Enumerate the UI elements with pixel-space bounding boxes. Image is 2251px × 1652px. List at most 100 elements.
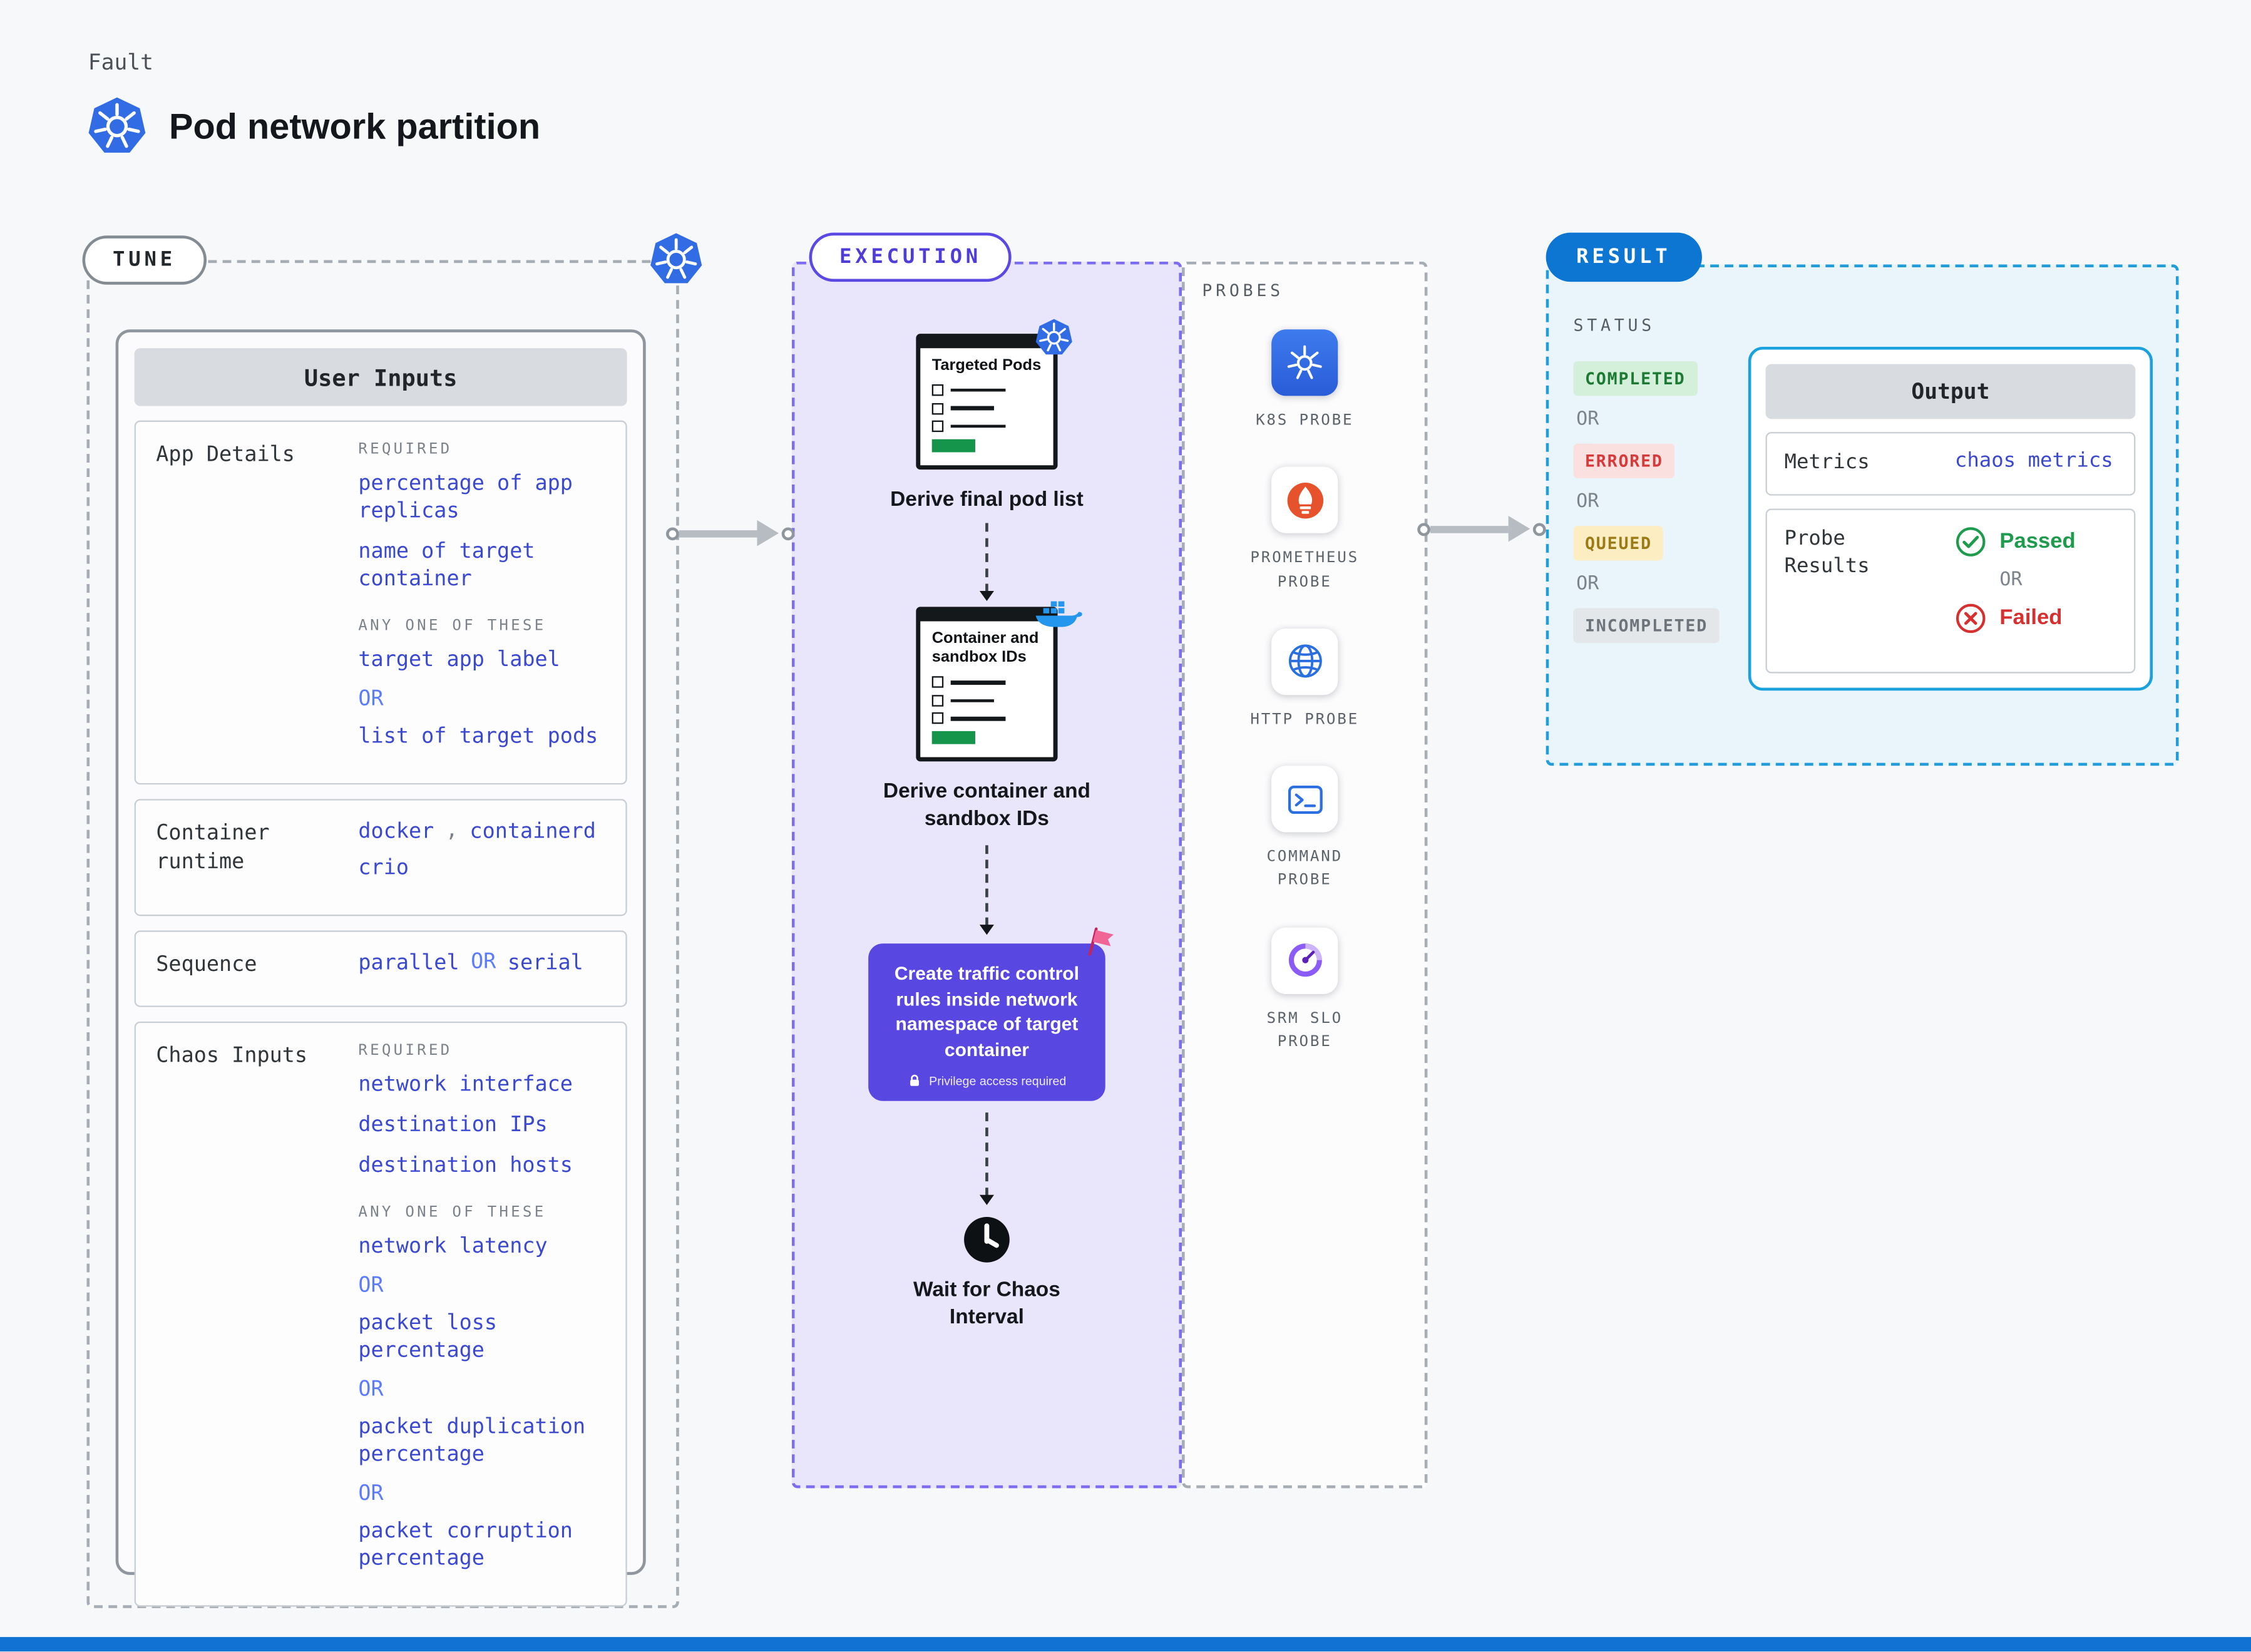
input-link: percentage of app replicas (358, 472, 573, 523)
sequence-section: Sequence parallel OR serial (134, 930, 627, 1008)
or-label: OR (1576, 573, 1599, 595)
or-label: OR (358, 1273, 384, 1297)
probe-label: SRM SLO PROBE (1266, 1009, 1343, 1050)
probe-prometheus: PROMETHEUS PROBE (1235, 467, 1374, 593)
input-link: packet loss percentage (358, 1311, 498, 1362)
probes-region (1182, 261, 1428, 1489)
execution-badge: EXECUTION (809, 232, 1012, 282)
any-one-label: ANY ONE OF THESE (358, 1203, 546, 1221)
input-link: destination hosts (358, 1155, 573, 1178)
or-label: OR (1999, 568, 2023, 591)
input-link: docker (358, 820, 434, 844)
input-link: containerd (469, 820, 596, 844)
section-body: REQUIRED network interface destination I… (358, 1042, 605, 1587)
traffic-control-action-box: Create traffic control rules inside netw… (868, 943, 1105, 1102)
flow-arrow-execution-to-result (1417, 515, 1546, 542)
status-badge-completed: COMPLETED (1573, 361, 1697, 396)
probe-command: COMMAND PROBE (1235, 766, 1374, 892)
or-label: OR (471, 950, 496, 974)
kubernetes-icon (649, 231, 704, 289)
input-link: packet duplication percentage (358, 1415, 586, 1467)
arrow-head (979, 925, 994, 935)
step-caption: Wait for Chaos Interval (913, 1279, 1060, 1330)
kubernetes-icon (1271, 329, 1338, 396)
status-badge-incompleted: INCOMPLETED (1573, 608, 1720, 644)
targeted-pods-checklist-icon: Targeted Pods (916, 334, 1057, 470)
check-circle-icon (1955, 525, 1987, 557)
privilege-note: Privilege access required (883, 1074, 1090, 1089)
or-label: OR (358, 687, 384, 711)
arrow-shaft (1430, 525, 1509, 533)
failed-label: Failed (1999, 605, 2063, 630)
container-ids-checklist-icon: Container and sandbox IDs (916, 607, 1057, 762)
probe-srm-slo: SRM SLO PROBE (1235, 926, 1374, 1054)
x-circle-icon (1955, 602, 1987, 634)
probe-k8s: K8S PROBE (1256, 329, 1353, 432)
or-label: OR (358, 1378, 384, 1402)
status-title: STATUS (1573, 315, 1656, 336)
flow-arrow-tune-to-execution (666, 520, 795, 546)
separator: , (445, 819, 458, 843)
connector-dot (781, 526, 795, 540)
user-inputs-card: User Inputs App Details REQUIRED percent… (115, 329, 646, 1608)
bottom-banner-edge (0, 1637, 2251, 1652)
status-list: COMPLETED OR ERRORED OR QUEUED OR INCOMP… (1573, 361, 1720, 644)
page-title: Pod network partition (169, 106, 541, 147)
arrow-head (757, 520, 779, 546)
metrics-label: Metrics (1784, 451, 1870, 475)
output-title: Output (1765, 364, 2136, 419)
input-link: packet corruption percentage (358, 1520, 573, 1571)
metrics-value: chaos metrics (1954, 449, 2113, 473)
any-one-label: ANY ONE OF THESE (358, 616, 546, 634)
probe-passed: Passed (1955, 525, 2076, 557)
arrow-head (979, 1195, 994, 1206)
probe-results-values: Passed OR Failed (1937, 525, 2076, 634)
input-link: parallel (358, 952, 459, 975)
arrow-shaft (679, 529, 757, 537)
flow-connector (985, 523, 988, 593)
input-link: destination IPs (358, 1114, 548, 1138)
kubernetes-icon (1035, 318, 1074, 359)
fault-kicker: Fault (88, 49, 154, 76)
section-body: REQUIRED percentage of app replicas name… (358, 441, 605, 764)
section-body: docker , containerd crio (358, 819, 605, 896)
probes-list: K8S PROBE PROMETHEUS PROBE HTTP PROBE CO… (1182, 329, 1427, 1088)
probe-label: COMMAND PROBE (1266, 848, 1343, 890)
checklist-title: Targeted Pods (931, 357, 1042, 374)
required-label: REQUIRED (358, 1042, 453, 1060)
result-badge: RESULT (1546, 232, 1701, 282)
section-body: parallel OR serial (358, 951, 605, 987)
output-card: Output Metrics chaos metrics Probe Resul… (1748, 346, 2153, 691)
input-link: list of target pods (358, 724, 598, 748)
container-runtime-section: Container runtime docker , containerd cr… (134, 798, 627, 916)
chaos-inputs-section: Chaos Inputs REQUIRED network interface … (134, 1022, 627, 1608)
arrow-head (979, 591, 994, 602)
app-details-section: App Details REQUIRED percentage of app r… (134, 420, 627, 784)
probe-failed: Failed (1955, 602, 2076, 634)
docker-icon (1033, 595, 1082, 630)
input-link: name of target container (358, 540, 535, 592)
gauge-icon (1271, 926, 1338, 994)
input-link: crio (358, 856, 409, 880)
input-link: target app label (358, 648, 560, 672)
input-link: serial (507, 952, 583, 975)
arrow-head (1508, 515, 1531, 542)
required-label: REQUIRED (358, 440, 453, 458)
or-label: OR (1576, 409, 1599, 431)
metrics-row: Metrics chaos metrics (1765, 432, 2136, 495)
probes-title: PROBES (1202, 280, 1284, 301)
flag-icon (1083, 925, 1122, 963)
input-link: network interface (358, 1074, 573, 1097)
globe-icon (1271, 628, 1338, 695)
connector-dot (1417, 522, 1431, 536)
step-caption: Derive container and sandbox IDs (883, 781, 1090, 831)
status-badge-errored: ERRORED (1573, 443, 1675, 478)
section-label: Sequence (156, 953, 257, 977)
step-caption: Derive final pod list (890, 488, 1084, 512)
terminal-icon (1271, 766, 1338, 833)
probe-results-row: Probe Results Passed OR Failed (1765, 508, 2136, 674)
probe-results-label: Probe Results (1784, 526, 1870, 578)
section-label: Chaos Inputs (156, 1045, 308, 1068)
progress-bar (931, 731, 975, 745)
